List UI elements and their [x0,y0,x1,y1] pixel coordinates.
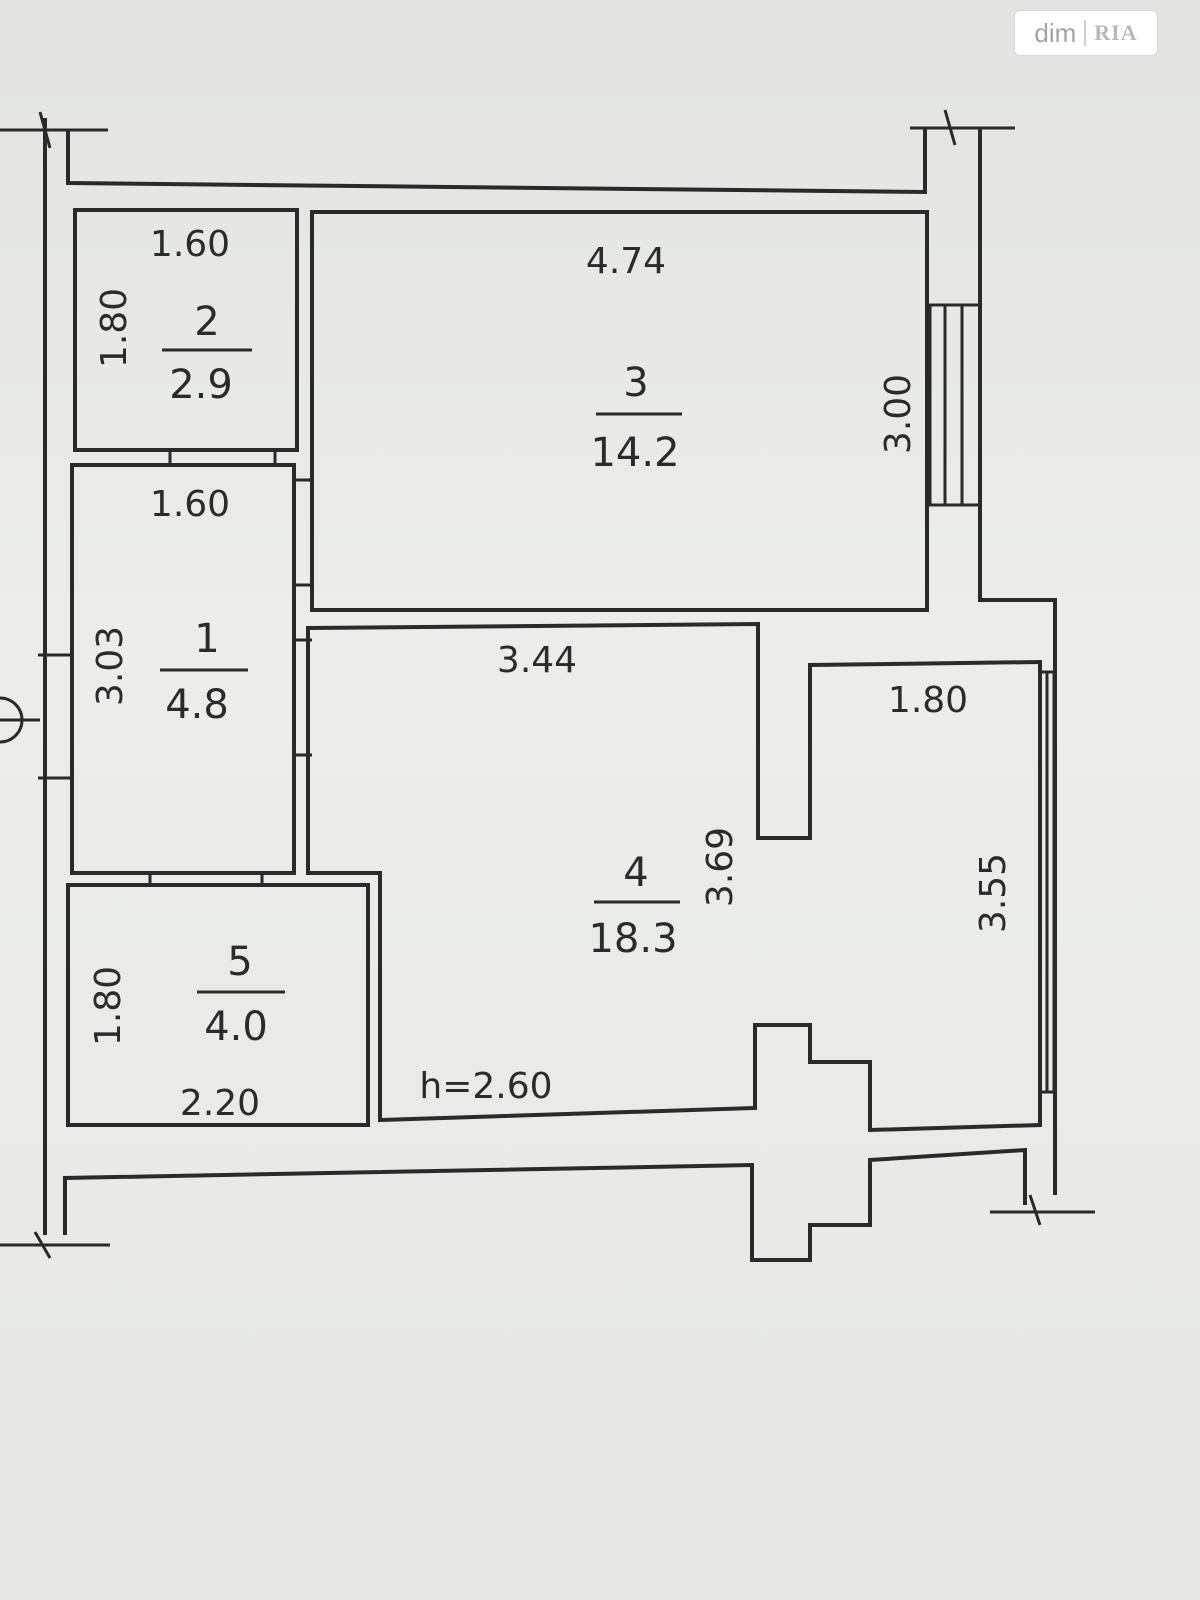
axis-marks [0,109,1095,1259]
dimria-watermark: dim RIA [1014,10,1158,56]
room-3-length: 3.00 [878,374,919,454]
room-4-number: 4 [623,850,648,896]
room-1-area: 4.8 [165,682,229,728]
room-3-width: 4.74 [586,241,666,282]
partition-details [148,450,312,885]
window-room-3 [928,303,982,507]
room-4-outline [306,621,1042,1133]
room-2-number: 2 [194,299,219,345]
watermark-ria-logo: RIA [1084,20,1137,46]
ceiling-height: h=2.60 [419,1066,552,1107]
outer-wall [43,118,1057,1262]
room-4-length: 3.69 [700,827,741,907]
room-2-width: 1.60 [150,224,230,265]
room-1-length: 3.03 [90,626,131,706]
room-5-outline [66,883,370,1127]
room-4-width: 3.44 [497,640,577,681]
room-5-width: 2.20 [180,1083,260,1124]
room-2-length: 1.80 [94,288,135,368]
balcony-window [1038,670,1056,1094]
room-1-width: 1.60 [150,484,230,525]
balcony-length: 3.55 [973,853,1014,933]
room-4-area: 18.3 [588,916,677,962]
room-1-number: 1 [194,616,219,662]
balcony-width: 1.80 [888,680,968,721]
room-3-area: 14.2 [590,430,679,476]
room-1-outline [70,463,296,875]
room-3-outline [310,210,929,612]
room-3-number: 3 [623,360,648,406]
room-5-area: 4.0 [204,1004,268,1050]
room-2-outline [73,208,299,452]
entrance-marker [0,696,24,744]
room-5-number: 5 [227,939,252,985]
watermark-dim-text: dim [1034,17,1077,48]
room-2-area: 2.9 [169,362,233,408]
room-5-length: 1.80 [88,966,129,1046]
